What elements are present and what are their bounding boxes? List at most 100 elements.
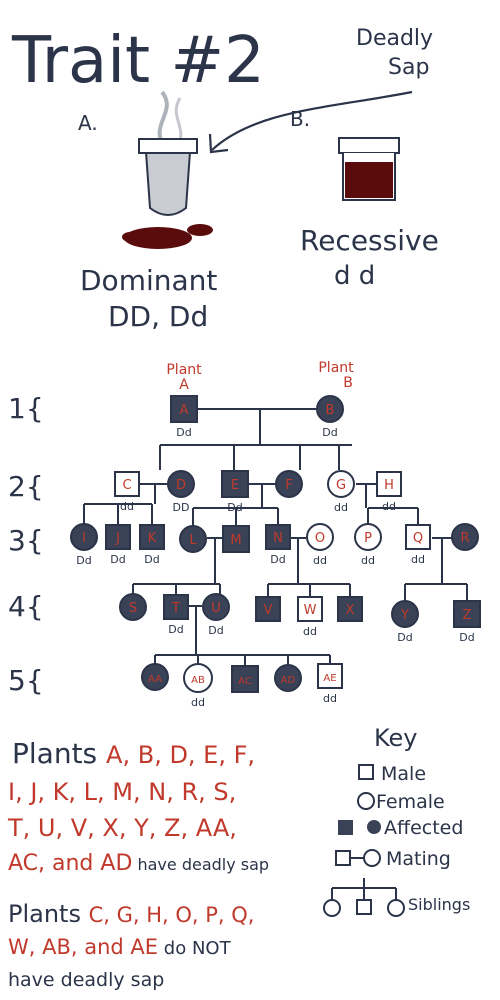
individual-a-symbol	[170, 395, 198, 423]
individual-aa-label: AA	[148, 674, 162, 685]
individual-e-label: E	[231, 478, 239, 493]
individual-z-genotype: Dd	[459, 631, 474, 644]
individual-ae-genotype: dd	[323, 692, 337, 705]
generation-1-label: 1{	[8, 392, 44, 425]
summary-sap-list-3: T, U, V, X, Y, Z, AA,	[7, 814, 237, 842]
individual-n-label: N	[273, 531, 283, 546]
individual-ab-label: AB	[191, 675, 205, 686]
individual-j-symbol	[105, 524, 131, 550]
key-female-label: Female	[376, 791, 445, 813]
individual-r-symbol	[451, 523, 479, 551]
individual-t-genotype: Dd	[168, 623, 183, 636]
key-affected-label: Affected	[384, 817, 463, 839]
individual-d-label: D	[176, 478, 186, 493]
individual-k-symbol	[139, 524, 165, 550]
summary-sap-list-1: A, B, D, E, F,	[106, 741, 255, 769]
individual-v-label: V	[264, 603, 273, 618]
jar-b-sap-icon	[338, 137, 400, 201]
option-b-label: Recessive	[300, 224, 439, 257]
generation-2-label: 2{	[8, 470, 44, 503]
individual-c-symbol	[114, 471, 140, 497]
individual-ac-label: AC	[238, 676, 252, 687]
option-a-genotype: DD, Dd	[108, 300, 208, 333]
individual-ad-label: AD	[281, 675, 296, 686]
individual-i-label: I	[82, 531, 86, 546]
individual-u-symbol	[202, 593, 230, 621]
individual-g-label: G	[336, 478, 346, 493]
individual-g-symbol	[327, 470, 355, 498]
summary-nosap-suffix-2: have deadly sap	[8, 969, 164, 991]
key-affected-square-icon	[338, 820, 353, 835]
individual-n-genotype: Dd	[270, 553, 285, 566]
individual-g-genotype: dd	[334, 501, 348, 514]
individual-c-genotype: dd	[120, 500, 134, 513]
summary-nosap-line2: W, AB, and AE do NOT	[8, 935, 232, 959]
pedigree-lines	[83, 408, 468, 666]
individual-p-label: P	[364, 531, 372, 546]
individual-l-symbol	[179, 525, 207, 553]
individual-u-label: U	[211, 601, 221, 616]
individual-e-genotype: Dd	[227, 501, 242, 514]
individual-s-symbol	[119, 593, 147, 621]
summary-sap-line4: AC, and AD have deadly sap	[8, 851, 269, 876]
individual-o-genotype: dd	[313, 554, 327, 567]
individual-q-symbol	[405, 524, 431, 550]
individual-f-label: F	[285, 478, 292, 493]
individual-j-genotype: Dd	[110, 553, 125, 566]
summary-sap-line1: Plants A, B, D, E, F,	[12, 737, 255, 770]
individual-w-label: W	[304, 603, 317, 618]
individual-r-label: R	[460, 531, 469, 546]
individual-w-genotype: dd	[303, 625, 317, 638]
summary-nosap-list-1: C, G, H, O, P, Q,	[89, 903, 255, 927]
individual-m-label: M	[230, 533, 241, 548]
summary-sap-suffix: have deadly sap	[132, 855, 269, 874]
individual-z-symbol	[453, 600, 481, 628]
individual-x-symbol	[337, 596, 363, 622]
individual-m-symbol	[222, 525, 250, 553]
individual-ac-symbol	[231, 665, 259, 693]
key-mating-icon	[335, 849, 381, 867]
individual-ae-label: AE	[323, 673, 336, 684]
key-male-label: Male	[381, 763, 426, 785]
summary-nosap-list-2: W, AB, and AE	[8, 935, 158, 959]
plant-a-tag-line1: Plant	[166, 362, 202, 378]
individual-k-genotype: Dd	[144, 553, 159, 566]
individual-z-label: Z	[463, 608, 472, 623]
individual-j-label: J	[115, 531, 120, 546]
key-mating-label: Mating	[386, 848, 451, 870]
individual-n-symbol	[265, 524, 291, 550]
individual-t-label: T	[171, 601, 180, 616]
option-b-letter: B.	[290, 107, 310, 131]
individual-a-label: A	[180, 403, 189, 418]
individual-l-label: L	[189, 533, 197, 548]
individual-aa-symbol	[141, 663, 169, 691]
summary-sap-list-2: I, J, K, L, M, N, R, S,	[8, 778, 236, 806]
individual-y-genotype: Dd	[397, 631, 412, 644]
option-a-letter: A.	[78, 111, 98, 135]
individual-s-label: S	[129, 601, 137, 616]
individual-i-symbol	[70, 523, 98, 551]
individual-ae-symbol	[317, 663, 343, 689]
individual-t-symbol	[163, 594, 189, 620]
key-title: Key	[374, 724, 418, 752]
individual-c-label: C	[122, 478, 131, 493]
individual-q-genotype: dd	[411, 553, 425, 566]
individual-k-label: K	[148, 531, 157, 546]
plant-b-tag-line1: Plant	[318, 360, 354, 376]
summary-nosap-prefix: Plants	[8, 900, 89, 928]
individual-v-symbol	[255, 596, 281, 622]
summary-nosap-line1: Plants C, G, H, O, P, Q,	[8, 900, 255, 928]
individual-o-symbol	[306, 523, 334, 551]
individual-f-symbol	[275, 470, 303, 498]
callout-arrow	[211, 90, 413, 151]
individual-y-label: Y	[400, 608, 409, 623]
individual-d-genotype: DD	[173, 501, 190, 514]
individual-p-symbol	[354, 523, 382, 551]
individual-p-genotype: dd	[361, 554, 375, 567]
individual-e-symbol	[221, 470, 249, 498]
individual-b-genotype: Dd	[322, 426, 337, 439]
individual-i-genotype: Dd	[76, 554, 91, 567]
